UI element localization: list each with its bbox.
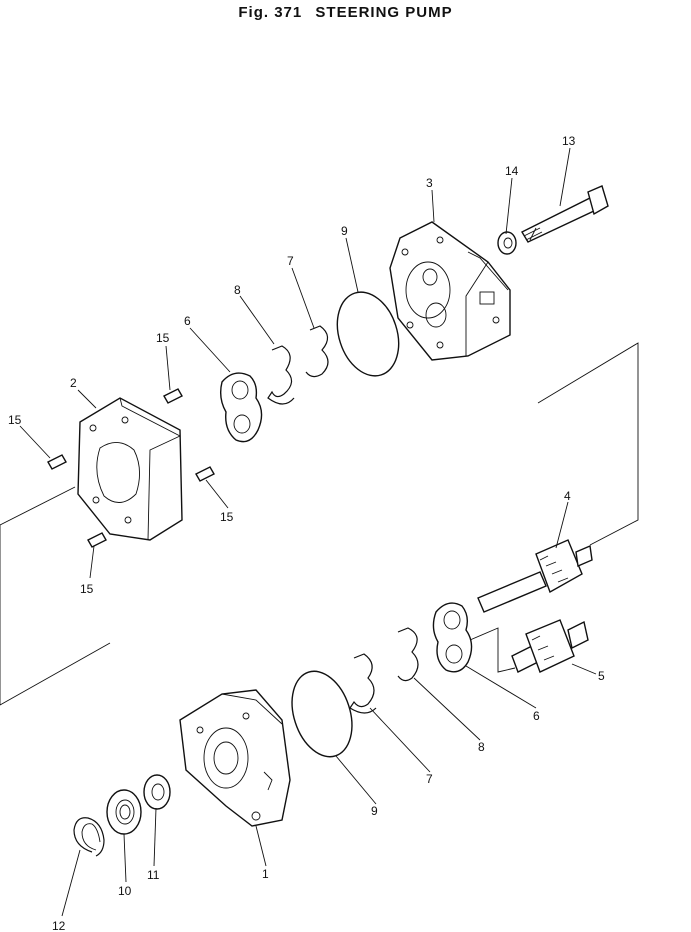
part-10-oil-seal bbox=[106, 789, 142, 835]
callout-14: 14 bbox=[505, 164, 519, 178]
callout-9-lower: 9 bbox=[371, 804, 378, 818]
figure-title: Fig. 371 STEERING PUMP bbox=[0, 4, 691, 21]
callout-15-left: 15 bbox=[8, 413, 22, 427]
callout-15-bottom: 15 bbox=[80, 582, 94, 596]
part-13-bolt bbox=[521, 185, 609, 243]
assembly-guide-lines bbox=[0, 342, 639, 706]
callout-15-right: 15 bbox=[220, 510, 234, 524]
callout-12: 12 bbox=[52, 919, 66, 932]
part-8-seal-upper bbox=[267, 345, 295, 405]
part-6-bushing-plate-lower bbox=[432, 602, 473, 673]
callout-6-upper: 6 bbox=[184, 314, 191, 328]
part-12-snap-ring bbox=[73, 817, 105, 857]
part-14-washer bbox=[497, 231, 517, 255]
figure-number: Fig. 371 bbox=[238, 4, 303, 21]
part-7-seal-lower bbox=[349, 653, 377, 714]
part-7-seal-upper bbox=[305, 325, 329, 378]
part-3-rear-cover bbox=[389, 221, 511, 361]
callout-1: 1 bbox=[262, 867, 269, 881]
part-9-o-ring-upper bbox=[336, 291, 400, 377]
callout-8-lower: 8 bbox=[478, 740, 485, 754]
part-9-o-ring-lower bbox=[291, 670, 353, 758]
callout-9-upper: 9 bbox=[341, 224, 348, 238]
callout-2: 2 bbox=[70, 376, 77, 390]
callout-7-lower: 7 bbox=[426, 772, 433, 786]
part-2-housing bbox=[77, 397, 183, 541]
callout-8-upper: 8 bbox=[234, 283, 241, 297]
part-5-driven-gear bbox=[511, 619, 589, 673]
leader-lines bbox=[19, 147, 597, 917]
callout-6-lower: 6 bbox=[533, 709, 540, 723]
part-15-dowel-pins bbox=[47, 388, 215, 548]
callout-15-top: 15 bbox=[156, 331, 170, 345]
callout-11: 11 bbox=[147, 868, 160, 882]
callout-4: 4 bbox=[564, 489, 571, 503]
part-6-bushing-plate-upper bbox=[219, 372, 263, 443]
figure-name: STEERING PUMP bbox=[315, 4, 453, 21]
part-8-seal-lower bbox=[397, 627, 419, 682]
callout-10: 10 bbox=[118, 884, 132, 898]
callout-3: 3 bbox=[426, 176, 433, 190]
callout-labels: 13 14 3 9 7 8 6 15 2 15 15 15 4 5 6 8 7 … bbox=[8, 134, 605, 932]
part-11-washer bbox=[143, 774, 171, 810]
part-1-front-cover bbox=[179, 689, 291, 827]
callout-7-upper: 7 bbox=[287, 254, 294, 268]
callout-13: 13 bbox=[562, 134, 576, 148]
part-4-drive-gear-shaft bbox=[477, 539, 593, 613]
callout-5: 5 bbox=[598, 669, 605, 683]
